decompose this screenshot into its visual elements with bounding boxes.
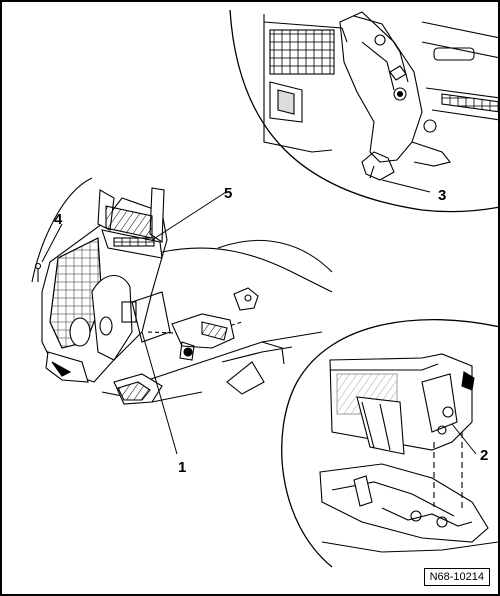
callout-5: 5 (224, 185, 232, 202)
callout-1: 1 (178, 459, 186, 476)
detail-view-bottom (281, 319, 498, 594)
center-console-assembly (31, 177, 333, 405)
figure-reference-label: N68-10214 (423, 568, 490, 586)
leader-lines (41, 179, 477, 455)
callout-4: 4 (54, 211, 63, 228)
callout-3: 3 (438, 187, 446, 204)
callout-2: 2 (480, 447, 488, 464)
detail-view-top (229, 4, 498, 213)
